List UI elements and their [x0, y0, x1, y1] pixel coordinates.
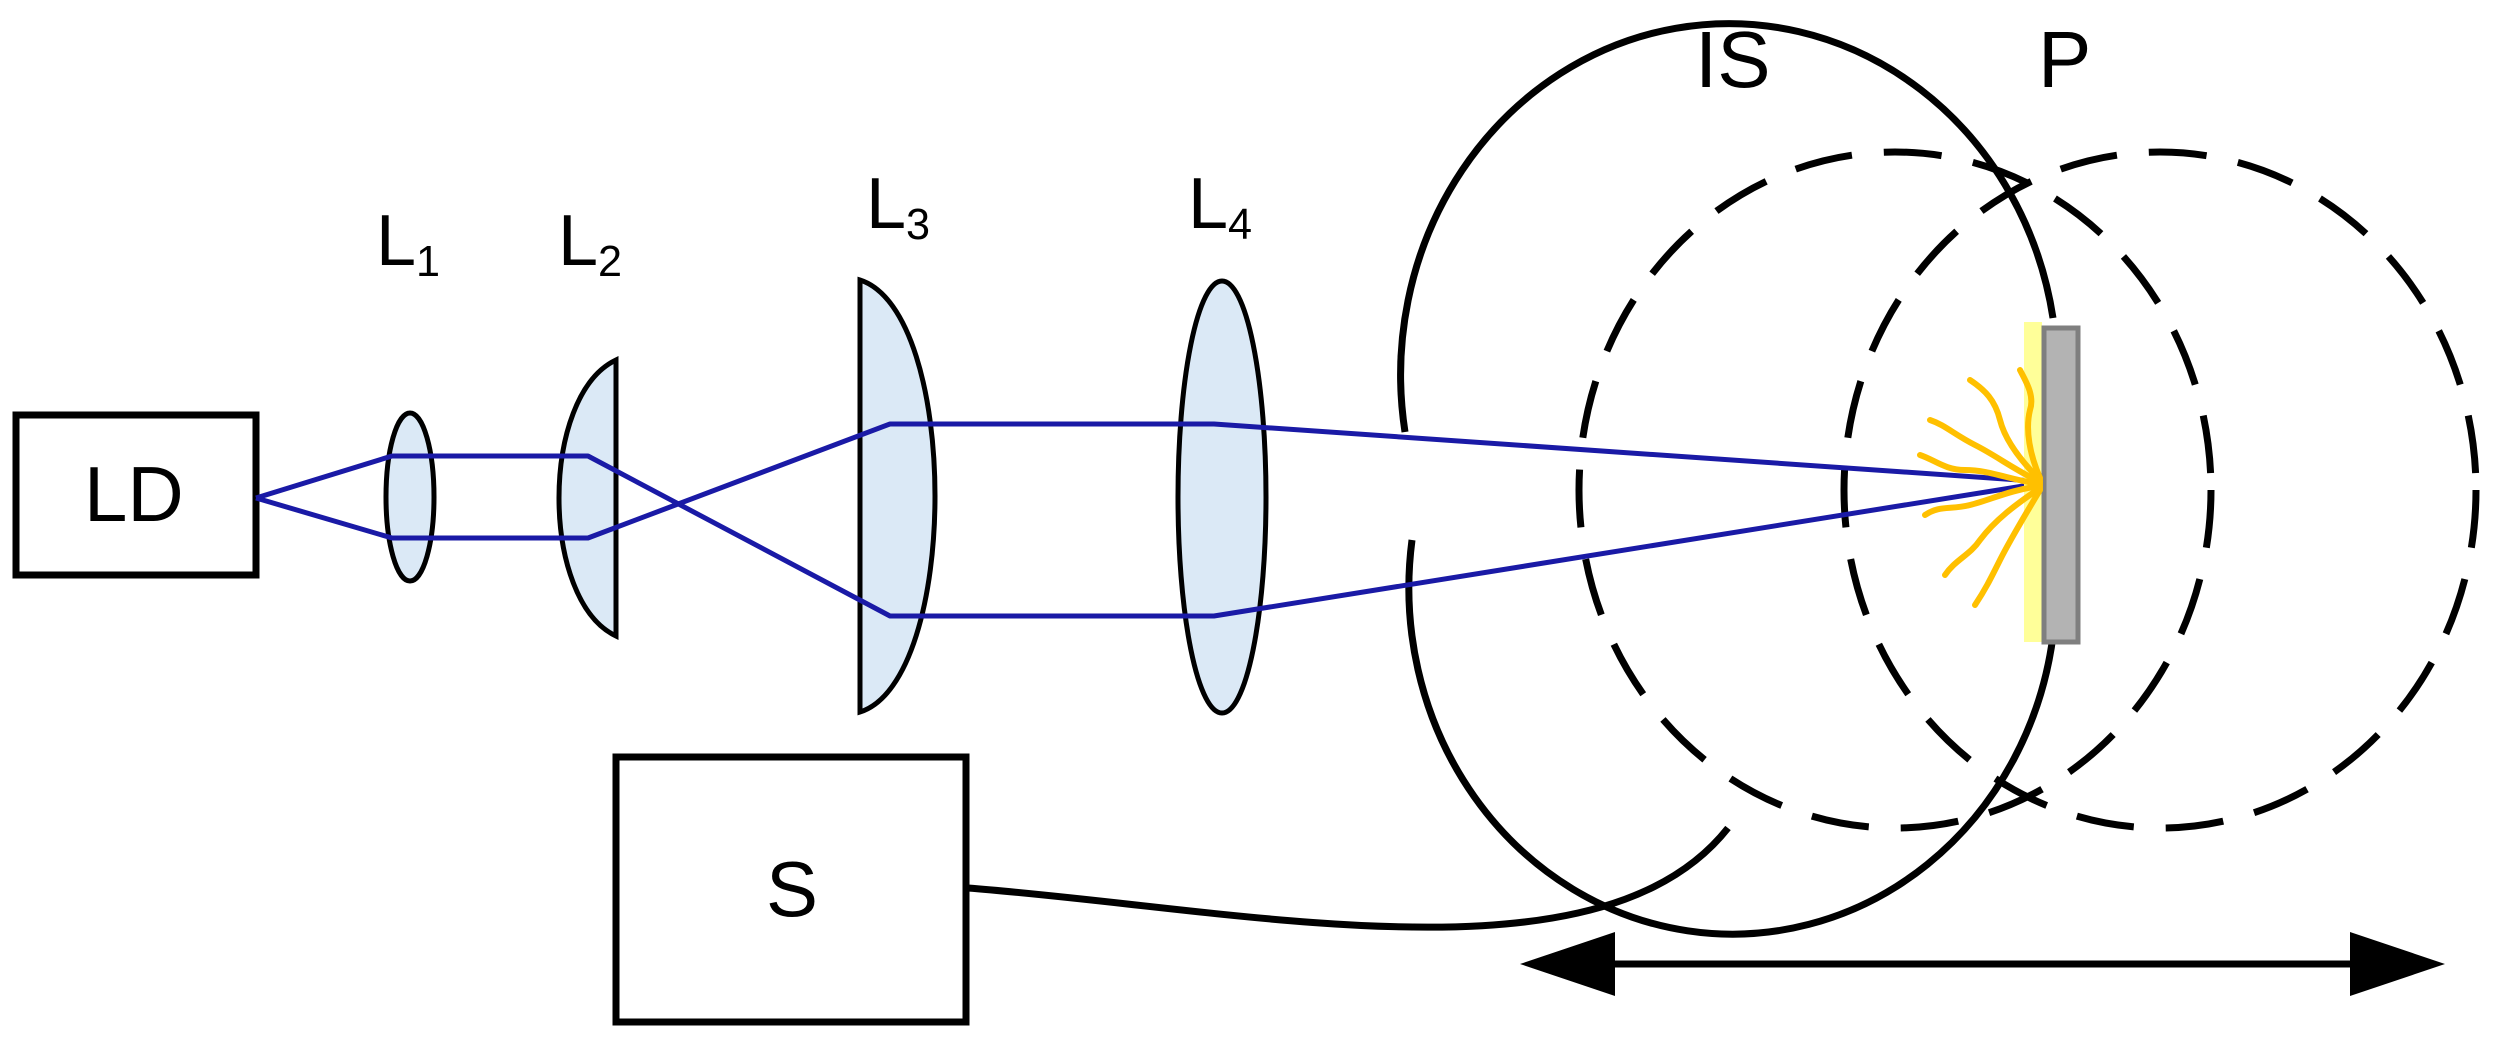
spectrometer-label: S: [766, 845, 819, 933]
lens-1-label: L1: [376, 205, 440, 283]
lens-4-subscript: 4: [1228, 200, 1253, 249]
lens-1: [383, 410, 437, 584]
lens-4-letter: L: [1188, 164, 1229, 244]
spectrometer-box: [612, 753, 970, 1026]
sample-label: P: [2038, 15, 2092, 104]
lens-2: [556, 356, 619, 640]
lens-4: [1175, 278, 1269, 716]
lens-1-letter: L: [376, 201, 417, 281]
double-headed-arrow-icon: [1520, 932, 2445, 996]
optical-fiber: [967, 825, 1731, 931]
lens-2-label: L2: [558, 205, 622, 283]
laser-beam: [255, 421, 2049, 619]
lens-3-label: L3: [866, 168, 930, 246]
lens-3-subscript: 3: [906, 200, 931, 249]
lens-2-subscript: 2: [598, 237, 623, 286]
lens-2-letter: L: [558, 201, 599, 281]
sphere-position-dashed-1: [1575, 148, 2215, 832]
sample-plate: [2041, 325, 2081, 645]
lens-3: [857, 276, 938, 716]
integrating-sphere: [1397, 20, 2057, 938]
lens-3-letter: L: [866, 164, 907, 244]
sphere-position-dashed-2: [1840, 148, 2480, 832]
lens-4-label: L4: [1188, 168, 1252, 246]
laser-diode-box: [12, 411, 260, 579]
lens-1-subscript: 1: [416, 237, 441, 286]
wavy-emission-icon: [1917, 367, 2043, 608]
integrating-sphere-label: IS: [1695, 15, 1771, 104]
laser-diode-label: LD: [84, 450, 184, 538]
